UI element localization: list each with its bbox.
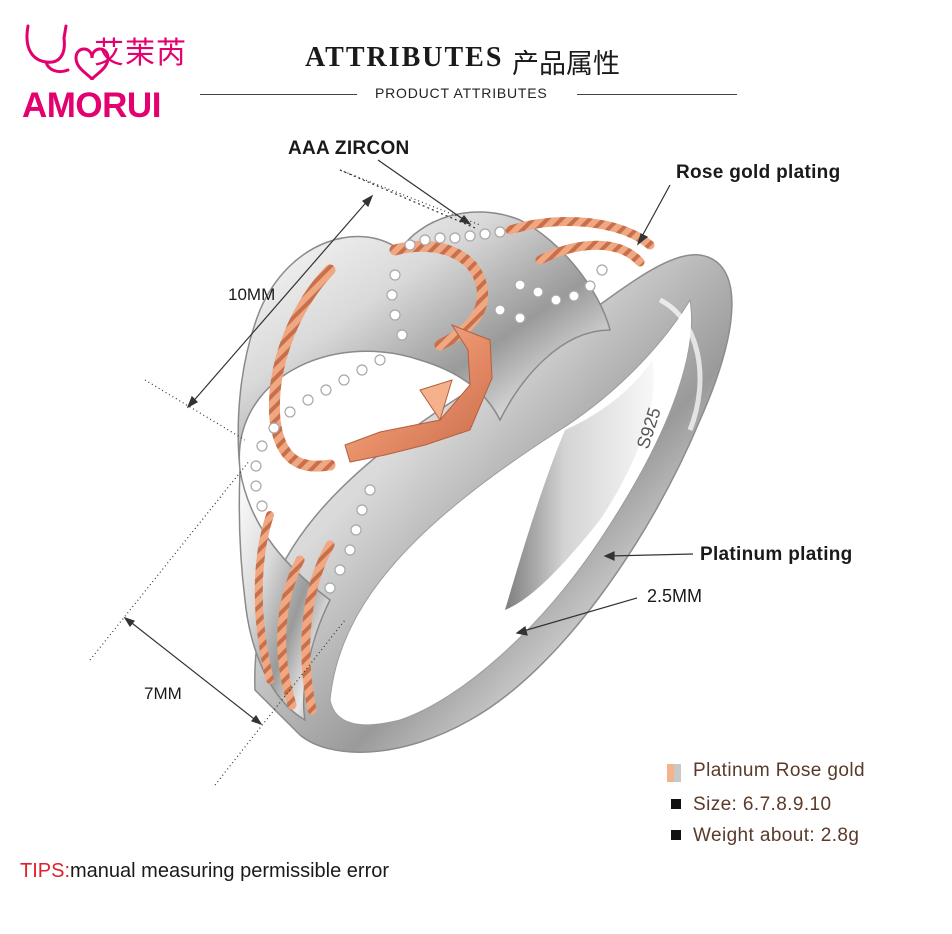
label-aaa-zircon: AAA ZIRCON: [288, 138, 410, 159]
spec-size: Size: 6.7.8.9.10: [693, 794, 832, 815]
label-10mm: 10MM: [228, 285, 276, 304]
ring-band: [254, 254, 733, 753]
spec-material: Platinum Rose gold: [693, 760, 865, 781]
spec-weight: Weight about: 2.8g: [693, 825, 860, 846]
material-color-swatch: [667, 764, 681, 782]
heart-icon: [74, 47, 110, 81]
logo-chinese-name: 艾茉芮: [94, 36, 187, 71]
divider-right: [577, 94, 737, 95]
platinum-swatch: [674, 764, 681, 782]
logo-brand-name: AMORUI: [22, 86, 161, 125]
page-subtitle: PRODUCT ATTRIBUTES: [375, 85, 548, 101]
page-title: ATTRIBUTES: [305, 42, 504, 73]
infinity-setting: [237, 211, 655, 722]
divider-left: [200, 94, 357, 95]
page-title-chinese: 产品属性: [512, 49, 620, 80]
label-2-5mm: 2.5MM: [647, 586, 703, 606]
rose-gold-swatch: [667, 764, 674, 782]
label-7mm: 7MM: [144, 684, 182, 703]
callout-lines: [89, 159, 694, 786]
label-platinum-plating: Platinum plating: [700, 544, 853, 565]
brand-logo-mark: [25, 24, 110, 81]
bullet-square-icon: [671, 830, 681, 840]
tips-text: manual measuring permissible error: [70, 860, 390, 882]
tips-key: TIPS:: [20, 860, 71, 882]
tips-note: TIPS:manual measuring permissible error: [20, 860, 389, 883]
bullet-square-icon: [671, 799, 681, 809]
label-rose-gold-plating: Rose gold plating: [676, 162, 841, 183]
